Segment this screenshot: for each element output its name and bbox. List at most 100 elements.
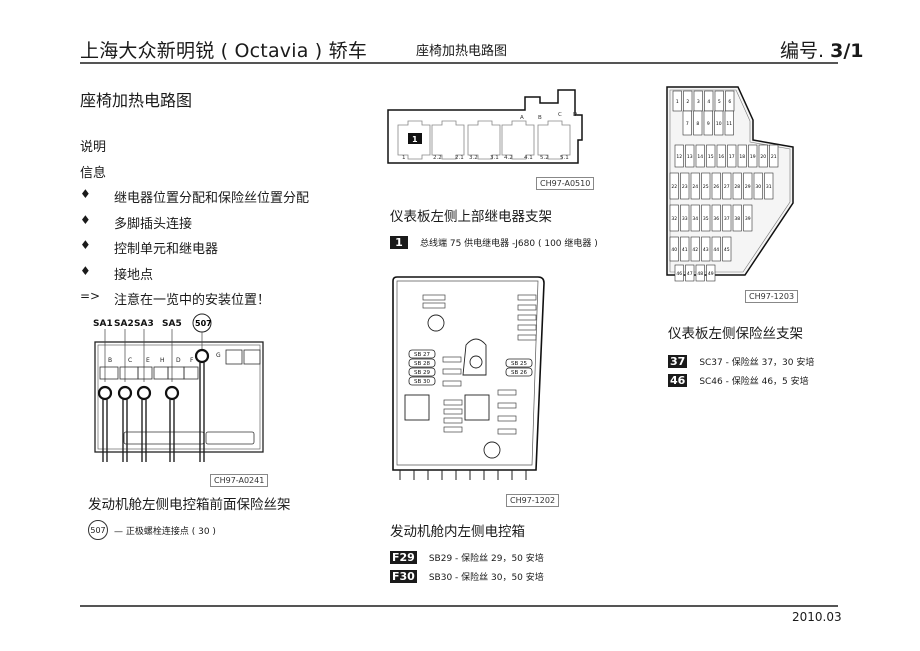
fuse-number: 26 <box>713 184 719 190</box>
figure-caption: 仪表板左侧保险丝支架 <box>668 326 803 342</box>
slot-letter: B <box>108 357 112 364</box>
fuse-number: 3 <box>697 99 700 105</box>
header-subtitle: 座椅加热电路图 <box>416 44 508 59</box>
bullet-item: ♦接地点 <box>80 264 309 290</box>
document-title: 上海大众新明锐 ( Octavia ) 轿车 <box>80 40 368 62</box>
fuse-slot <box>758 144 768 168</box>
fuse-number: 2 <box>686 99 689 105</box>
fuse-number: 31 <box>766 184 772 190</box>
slot-letter: F <box>190 357 194 364</box>
fuse-slot <box>724 110 734 136</box>
fuse-number: 24 <box>692 184 698 190</box>
fuse-slot <box>722 236 732 262</box>
fuse-slot <box>690 172 700 200</box>
fuse-slot <box>706 144 716 168</box>
fuse-number: 8 <box>696 121 699 127</box>
figure-code: CH97-1202 <box>506 494 560 507</box>
fuse-slot <box>743 172 753 200</box>
bolt-507 <box>194 348 210 364</box>
fuse-number: 42 <box>692 247 698 253</box>
pin-label: 1 <box>402 155 406 161</box>
bullet-text: 多脚插头连接 <box>114 216 193 232</box>
bullet-mark: ♦ <box>80 238 91 252</box>
slot-letter: D <box>176 357 181 364</box>
label-sa1: SA1 <box>93 319 113 329</box>
fuse-slot <box>732 172 742 200</box>
fuse-number: 33 <box>682 216 688 222</box>
fuse-slot <box>727 144 737 168</box>
pin-label: 5.2 <box>540 155 549 161</box>
fuse-number: 43 <box>703 247 709 253</box>
fuse-slot <box>674 264 684 282</box>
bullet-item: ♦多脚插头连接 <box>80 213 309 239</box>
fuse-number: 6 <box>728 99 731 105</box>
fuse-number: 27 <box>724 184 730 190</box>
fuse-label-sb29: SB 29 <box>414 370 431 376</box>
fuse-number: 49 <box>708 271 714 277</box>
fuse-number: 29 <box>745 184 751 190</box>
fuse-badge: F29 <box>390 551 417 564</box>
fuse-label: SB 25 <box>511 361 528 367</box>
fuse-slot <box>685 264 695 282</box>
fuse-slot <box>690 236 700 262</box>
figure-caption: 发动机舱左侧电控箱前面保险丝架 <box>88 497 291 513</box>
footer-date: 2010.03 <box>792 610 842 624</box>
fuse-slot <box>716 144 726 168</box>
pin-label: 4.2 <box>504 155 513 161</box>
fuse-number: 9 <box>707 121 710 127</box>
fuse-slot <box>711 204 721 232</box>
fuse-number: 11 <box>726 121 732 127</box>
bolt-sa1 <box>97 385 113 401</box>
terminal-badge: 507 <box>88 520 108 540</box>
fuse-number: 23 <box>682 184 688 190</box>
pin-label: 2.2 <box>433 155 442 161</box>
fuse-slot <box>690 204 700 232</box>
fuse-number: 20 <box>760 154 766 160</box>
top-letter: B <box>538 115 542 121</box>
relay-badge: 1 <box>390 236 408 249</box>
document-number: 编号. 3/1 <box>780 36 863 63</box>
label-sa2: SA2 <box>114 319 134 329</box>
bullet-mark: ♦ <box>80 187 91 201</box>
bullet-text: 继电器位置分配和保险丝位置分配 <box>114 191 310 206</box>
fuse-number: 40 <box>671 247 677 253</box>
section-title: 座椅加热电路图 <box>80 91 193 110</box>
fuse-slot <box>722 172 732 200</box>
fuse-number: 32 <box>671 216 677 222</box>
top-letter: D <box>573 112 577 118</box>
fuse-slot <box>753 172 763 200</box>
fuse-number: 41 <box>682 247 688 253</box>
fuse-slot <box>701 204 711 232</box>
fuse-slot <box>672 90 682 112</box>
fuse-number: 19 <box>750 154 756 160</box>
front-fuse-holder-diagram: SA1 SA2 SA3 SA5 507 B C E H D F G <box>93 313 264 462</box>
relay-number: 1 <box>412 135 418 144</box>
fuse-slot <box>674 144 684 168</box>
header-divider <box>80 62 838 64</box>
fuse-slot <box>682 110 692 136</box>
fuse-number: 37 <box>724 216 730 222</box>
fuse-slot <box>732 204 742 232</box>
fuse-slot <box>764 172 774 200</box>
fuse-slot <box>737 144 747 168</box>
bullet-item: ♦控制单元和继电器 <box>80 238 309 264</box>
slot-letter: E <box>146 357 150 364</box>
fuse-slot <box>714 110 724 136</box>
slot-letter: C <box>128 357 132 364</box>
fuse-slot <box>685 144 695 168</box>
fuse-number: 46 <box>676 271 682 277</box>
fuse-slot <box>706 264 716 282</box>
fuse-number: 38 <box>734 216 740 222</box>
fuse-number: 10 <box>716 121 722 127</box>
legend-item: 1 总线端 75 供电继电器 -J680 ( 100 继电器 ) <box>390 236 598 249</box>
fuse-number: 36 <box>713 216 719 222</box>
side-letter: G <box>216 352 221 359</box>
figure-code: CH97-A0510 <box>536 177 595 190</box>
figure-code: CH97-1203 <box>745 290 799 303</box>
bullet-text: 接地点 <box>114 267 154 283</box>
bolt-sa3 <box>136 385 152 401</box>
legend-item: 37 SC37 - 保险丝 37，30 安培 <box>668 355 814 368</box>
fuse-number: 28 <box>734 184 740 190</box>
engine-box-diagram: SB 27 SB 28 SB 29 SB 30 SB 25 SB 26 <box>392 276 545 480</box>
label-sa5: SA5 <box>162 319 182 329</box>
